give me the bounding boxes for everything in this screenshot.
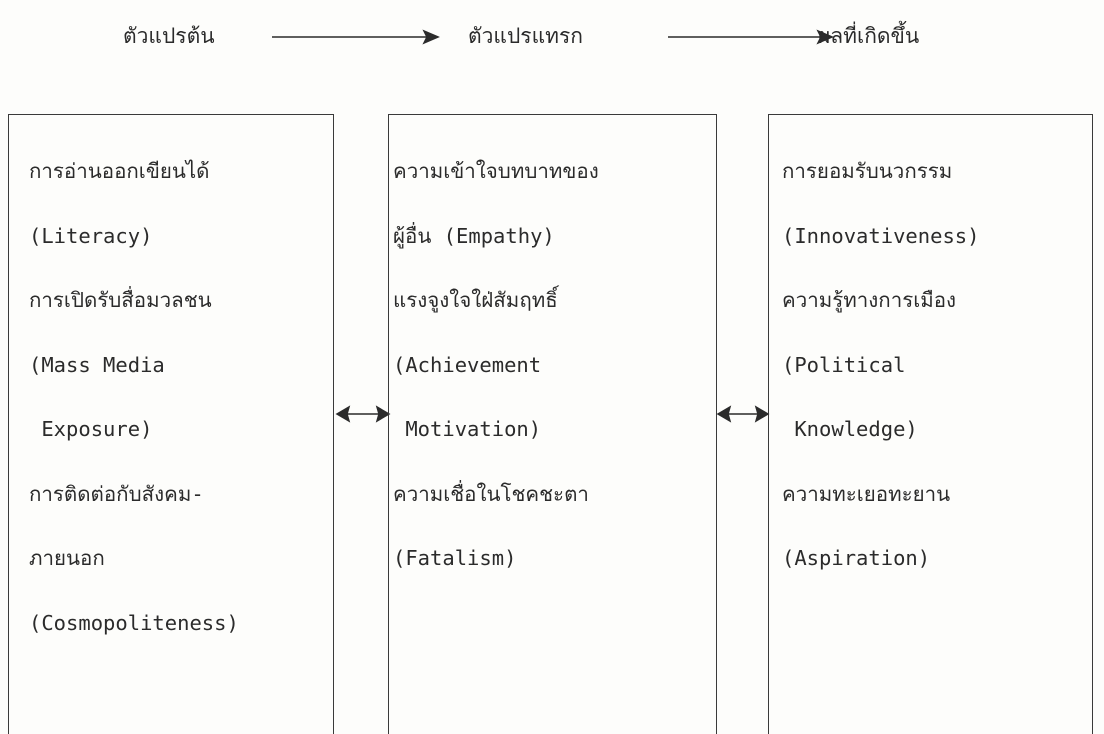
text-line: Exposure) <box>29 417 153 441</box>
text-line: ความเชื่อในโชคชะตา <box>393 482 589 506</box>
text-line: การอ่านออกเขียนได้ <box>29 159 210 183</box>
text-line: ความเข้าใจบทบาทของ <box>393 159 599 183</box>
text-line: (Aspiration) <box>782 546 931 570</box>
bidirectional-arrow-2 <box>716 405 770 423</box>
arrowhead-right <box>422 29 440 45</box>
text-line: ความทะเยอทะยาน <box>782 482 951 506</box>
text-line: ผู้อื่น (Empathy) <box>393 224 555 248</box>
text-line: (Mass Media <box>29 353 165 377</box>
text-line: แรงจูงใจใฝ่สัมฤทธิ์ <box>393 288 558 312</box>
text-line: ความรู้ทางการเมือง <box>782 288 957 312</box>
text-line: (Political <box>782 353 906 377</box>
text-line: (Literacy) <box>29 224 153 248</box>
text-line: การยอมรับนวกรรม <box>782 159 953 183</box>
text-line: (Fatalism) <box>393 546 517 570</box>
text-line: การเปิดรับสื่อมวลชน <box>29 288 212 312</box>
label-independent-variable: ตัวแปรต้น <box>123 24 215 48</box>
text-line: (Achievement <box>393 353 542 377</box>
box-intervening-variables: ความเข้าใจบทบาทของ ผู้อื่น (Empathy) แรง… <box>388 114 717 734</box>
text-line: Knowledge) <box>782 417 918 441</box>
text-line: การติดต่อกับสังคม- <box>29 482 204 506</box>
bidirectional-arrow-1 <box>335 405 391 423</box>
label-outcome: ผลที่เกิดขึ้น <box>818 24 920 48</box>
text-line: Motivation) <box>393 417 542 441</box>
box-independent-variables: การอ่านออกเขียนได้ (Literacy) การเปิดรับ… <box>8 114 334 734</box>
text-line: (Cosmopoliteness) <box>29 611 239 635</box>
box-outcomes: การยอมรับนวกรรม (Innovativeness) ความรู้… <box>768 114 1093 734</box>
text-line: (Innovativeness) <box>782 224 980 248</box>
label-intervening-variable: ตัวแปรแทรก <box>468 24 583 48</box>
text-line: ภายนอก <box>29 546 105 570</box>
